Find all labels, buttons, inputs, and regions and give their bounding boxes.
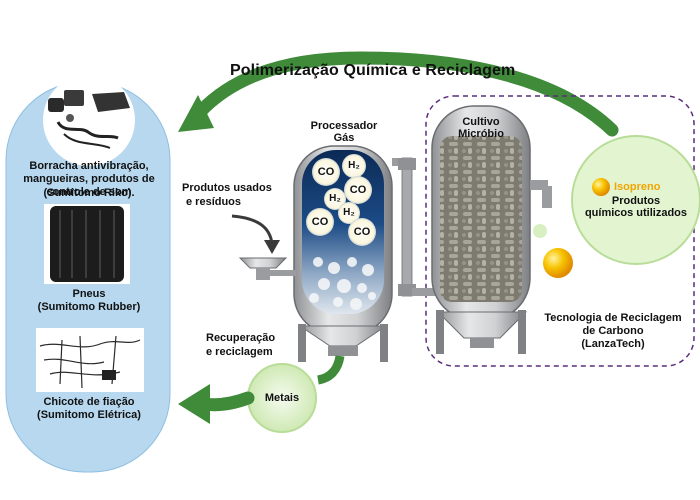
chemicals-line1: Produtos — [611, 195, 661, 207]
chemicals-line2: químicos utilizados — [584, 207, 688, 219]
lanzatech-line3: (LanzaTech) — [581, 338, 645, 350]
green-drop — [533, 224, 547, 238]
wire-harness-image — [36, 328, 144, 392]
microbe-label-1: Cultivo — [462, 116, 500, 128]
tires-label: Pneus — [72, 288, 106, 300]
input-arrow — [231, 214, 274, 245]
gas-processor-label-1: Processador — [310, 120, 378, 132]
rubber-parts-image — [43, 74, 135, 166]
lanzatech-dashed-box — [425, 95, 695, 367]
used-products-line1: Produtos usados — [182, 182, 272, 194]
gas-processor-vessel — [293, 145, 393, 362]
products-circle — [571, 135, 700, 265]
top-curved-arrow — [193, 51, 619, 137]
bottom-arrow-head — [178, 384, 210, 424]
molecule-co: CO — [348, 218, 376, 246]
molecule-co: CO — [312, 158, 340, 186]
bottom-curved-arrow — [197, 391, 255, 412]
wire-harness-label: Chicote de fiação — [43, 396, 135, 408]
connector-pipe — [392, 157, 436, 297]
input-hopper — [238, 257, 296, 280]
rubber-products-label: Borracha antivibração, mangueiras, produ… — [23, 160, 155, 198]
lanzatech-line1: Tecnologia de Reciclagem — [544, 312, 682, 324]
tire-image — [44, 204, 130, 284]
microbe-label-2: Micróbio — [458, 128, 504, 140]
recovery-line2: e reciclagem — [206, 346, 273, 358]
orange-drop — [543, 248, 573, 278]
molecule-co: CO — [344, 176, 372, 204]
lanzatech-line2: de Carbono — [582, 325, 644, 337]
metals-down-arrow — [316, 355, 345, 385]
molecule-co: CO — [306, 208, 334, 236]
molecule-h2: H₂ — [342, 154, 366, 178]
gas-processor-label-2: Gás — [333, 132, 355, 144]
rubber-products-company: (Sumitomo Riko). — [43, 187, 135, 199]
recovery-line1: Recuperação — [206, 332, 276, 344]
microbe-culture-vessel — [431, 105, 552, 354]
isoprene-label: Isopreno — [614, 181, 661, 193]
diagram-title: Polimerização Química e Reciclagem — [230, 62, 516, 79]
used-products-line2: e resíduos — [186, 196, 242, 208]
metals-label: Metais — [264, 392, 300, 404]
tires-company: (Sumitomo Rubber) — [37, 301, 141, 313]
top-arrow-head — [178, 95, 214, 132]
wire-harness-company: (Sumitomo Elétrica) — [37, 409, 141, 421]
molecule-h2: H₂ — [338, 202, 360, 224]
isoprene-ball — [592, 178, 610, 196]
